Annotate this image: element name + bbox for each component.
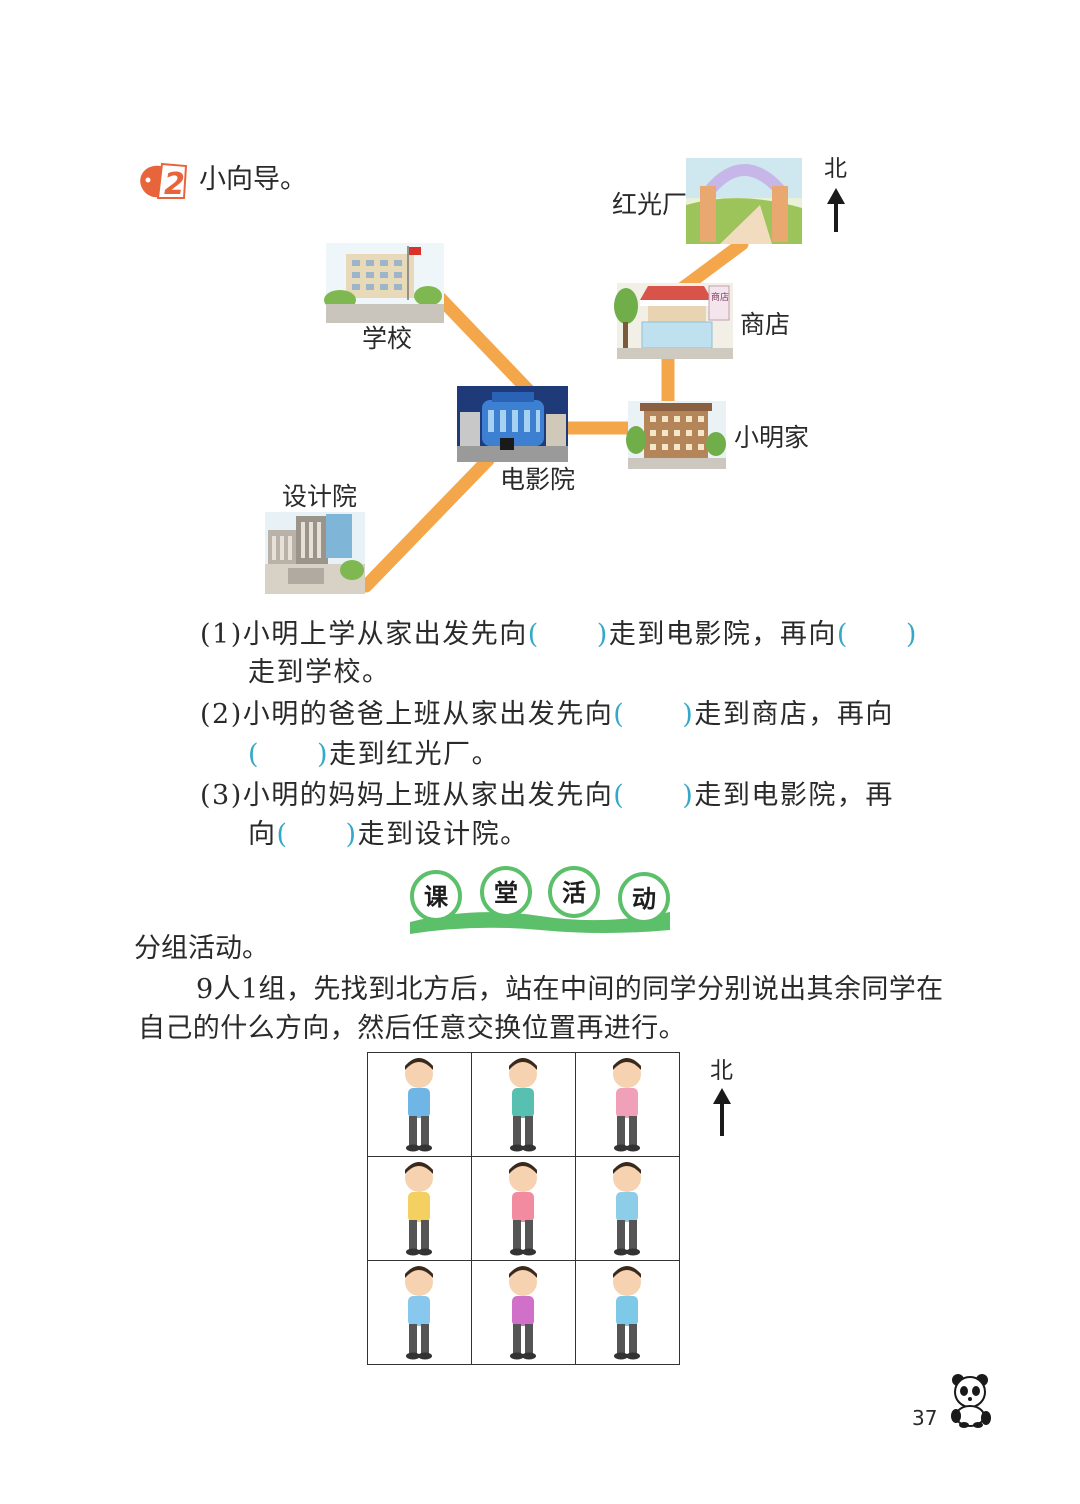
question-2-line1: (2)小明的爸爸上班从家出发先向( )走到商店，再向 <box>200 692 894 731</box>
answer-blank[interactable]: ( ) <box>836 619 918 650</box>
label-cinema: 电影院 <box>500 465 576 494</box>
grid-cell <box>368 1157 472 1261</box>
factory-picture <box>686 158 802 244</box>
question-3-number: (3) <box>200 780 243 811</box>
badge-char-3: 活 <box>562 879 586 907</box>
north-label-grid: 北 <box>710 1058 733 1084</box>
question-3-text-c: 走到设计院。 <box>357 819 529 850</box>
road-school-cinema <box>433 291 539 401</box>
child-figure <box>509 1058 537 1152</box>
child-figure <box>405 1266 433 1360</box>
badge-char-1: 课 <box>424 883 449 911</box>
activity-heading: 分组活动。 <box>134 933 269 964</box>
grid-cell <box>472 1053 576 1157</box>
question-3-text-b: 走到电影院，再 <box>694 780 894 811</box>
question-3-line2: 向( )走到设计院。 <box>248 812 529 851</box>
answer-blank[interactable]: ( ) <box>248 739 330 770</box>
activity-paragraph-line2: 自己的什么方向，然后任意交换位置再进行。 <box>138 1013 686 1044</box>
question-2-line2: ( )走到红光厂。 <box>248 732 500 771</box>
question-1-line1: (1)小明上学从家出发先向( )走到电影院，再向( ) <box>200 612 918 651</box>
section-title: 小向导。 <box>199 164 307 195</box>
road-shop-factory <box>673 237 749 297</box>
question-2-text-b: 走到商店，再向 <box>694 699 894 730</box>
shop-sign: 商店 <box>711 291 729 303</box>
grid-cell <box>472 1261 576 1365</box>
label-shop: 商店 <box>740 310 791 339</box>
north-arrow-icon <box>713 1088 731 1136</box>
child-figure <box>509 1162 537 1256</box>
label-design: 设计院 <box>282 482 358 511</box>
section-number-badge: 2 <box>132 158 194 204</box>
answer-blank[interactable]: ( ) <box>613 780 695 811</box>
grid-cell <box>368 1053 472 1157</box>
badge-char-4: 动 <box>632 885 656 913</box>
road-cinema-design <box>359 453 495 593</box>
question-2-text-c: 走到红光厂。 <box>329 739 501 770</box>
label-home: 小明家 <box>734 423 810 452</box>
section-number: 2 <box>164 167 185 202</box>
child-figure <box>613 1162 641 1256</box>
question-3-line1: (3)小明的妈妈上班从家出发先向( )走到电影院，再 <box>200 773 894 812</box>
child-figure <box>405 1162 433 1256</box>
child-figure <box>613 1058 641 1152</box>
grid-cell <box>576 1157 680 1261</box>
north-label-map: 北 <box>824 156 847 182</box>
question-1-number: (1) <box>200 619 243 650</box>
cinema-picture <box>457 386 568 462</box>
grid-cell <box>472 1157 576 1261</box>
panda-icon <box>951 1374 991 1428</box>
question-3-text-c-pre: 向 <box>248 819 277 850</box>
route-map: 商店 <box>265 158 845 594</box>
child-figure <box>405 1058 433 1152</box>
children-figures <box>405 1058 641 1360</box>
classroom-activity-badge: 课 堂 活 动 <box>410 866 670 934</box>
child-figure <box>613 1266 641 1360</box>
grid-cell <box>576 1261 680 1365</box>
grid-cell <box>576 1053 680 1157</box>
grid-cell <box>368 1261 472 1365</box>
question-1-text-c: 走到学校。 <box>248 657 391 688</box>
page-number: 37 <box>912 1406 938 1430</box>
answer-blank[interactable]: ( ) <box>527 619 609 650</box>
activity-paragraph-line1: 9人1组，先找到北方后，站在中间的同学分别说出其余同学在 <box>196 974 944 1005</box>
label-school: 学校 <box>362 324 413 353</box>
question-1-line2: 走到学校。 <box>248 650 391 689</box>
design-picture <box>265 512 365 594</box>
school-picture <box>324 243 444 323</box>
answer-blank[interactable]: ( ) <box>613 699 695 730</box>
question-1-text-a: 小明上学从家出发先向 <box>242 619 528 650</box>
question-1-text-b: 走到电影院，再向 <box>608 619 837 650</box>
question-2-number: (2) <box>200 699 243 730</box>
children-grid <box>367 1052 680 1365</box>
question-3-text-a: 小明的妈妈上班从家出发先向 <box>242 780 614 811</box>
answer-blank[interactable]: ( ) <box>276 819 358 850</box>
badge-char-2: 堂 <box>494 879 518 907</box>
label-factory: 红光厂 <box>612 190 688 219</box>
home-picture <box>626 401 726 469</box>
child-figure <box>509 1266 537 1360</box>
shop-picture: 商店 <box>614 283 733 359</box>
question-2-text-a: 小明的爸爸上班从家出发先向 <box>242 699 614 730</box>
